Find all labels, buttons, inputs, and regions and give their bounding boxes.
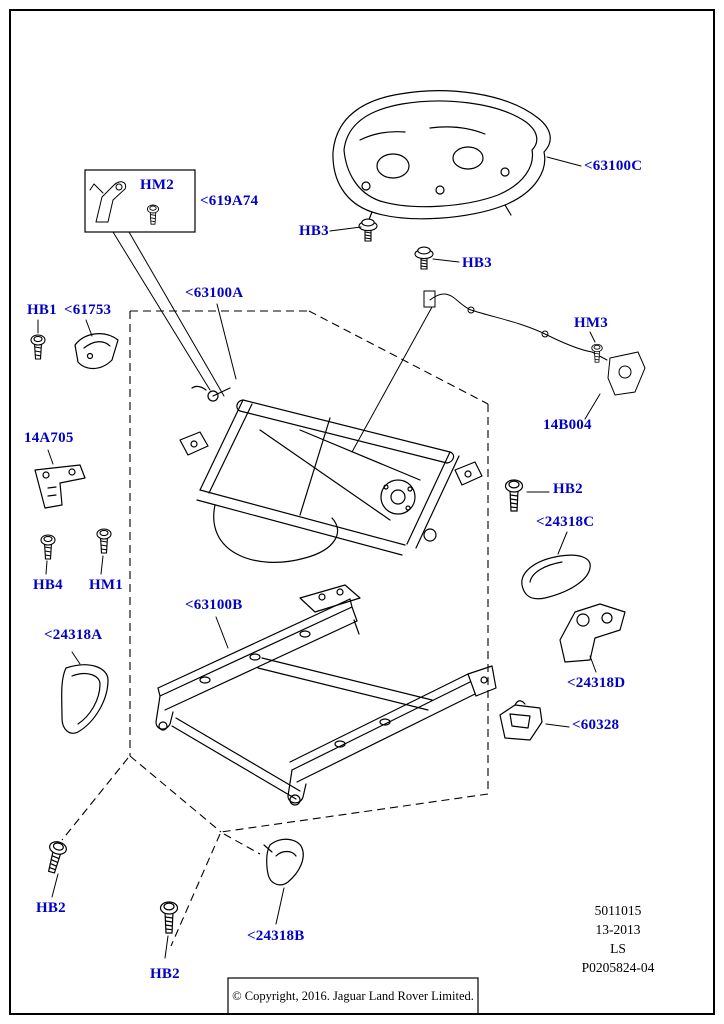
trim-24318a-drawing <box>61 664 109 734</box>
part-label-24318C[interactable]: <24318C <box>536 514 595 530</box>
doc-date-code: 13-2013 <box>595 922 641 937</box>
part-label-619A74[interactable]: <619A74 <box>200 193 259 209</box>
seat-track-lower-drawing <box>155 584 497 806</box>
part-label-61753[interactable]: <61753 <box>64 302 112 318</box>
part-label-63100C[interactable]: <63100C <box>584 158 643 174</box>
hb3-left-bolt-icon <box>358 218 378 242</box>
fastener-label-HM1[interactable]: HM1 <box>89 577 123 593</box>
bracket-61753-drawing <box>74 333 119 370</box>
hb4-screw-icon <box>40 534 56 560</box>
part-label-14A705[interactable]: 14A705 <box>24 430 74 446</box>
fastener-label-HB2-right[interactable]: HB2 <box>553 481 583 497</box>
hb2-bottom-center-screw-icon <box>159 901 179 934</box>
seat-frame-upper-drawing <box>179 385 483 563</box>
hm2-screw-icon <box>146 204 160 225</box>
fastener-label-HM3[interactable]: HM3 <box>574 315 608 331</box>
bracket-24318d-drawing <box>559 603 626 663</box>
fastener-label-HB2-bottom-left[interactable]: HB2 <box>36 900 66 916</box>
copyright-notice: © Copyright, 2016. Jaguar Land Rover Lim… <box>232 988 474 1003</box>
hm1-screw-icon <box>96 528 112 554</box>
hb1-screw-icon <box>30 334 46 360</box>
fastener-label-HB2-bottom-center[interactable]: HB2 <box>150 966 180 982</box>
seat-pan-drawing <box>332 90 551 223</box>
hb2-bottom-left-screw-icon <box>42 839 69 875</box>
hm2-detail-box <box>84 169 196 233</box>
assembly-envelope-dashed-outline <box>61 310 489 947</box>
leader-lines <box>37 156 601 959</box>
latch-lever-drawing <box>89 181 127 223</box>
part-label-14B004[interactable]: 14B004 <box>543 417 592 433</box>
hb2-right-screw-icon <box>504 479 524 512</box>
fastener-label-HB3-left[interactable]: HB3 <box>299 223 329 239</box>
clamp-60328-drawing <box>499 700 543 741</box>
doc-number: 5011015 <box>594 903 642 918</box>
part-label-24318B[interactable]: <24318B <box>247 928 305 944</box>
fastener-label-HB3-right[interactable]: HB3 <box>462 255 492 271</box>
part-label-63100B[interactable]: <63100B <box>185 597 243 613</box>
drawing-info-block: 5011015 13-2013 LS P0205824-04 <box>556 901 680 977</box>
part-label-63100A[interactable]: <63100A <box>185 285 244 301</box>
part-label-24318D[interactable]: <24318D <box>567 675 626 691</box>
hb3-right-bolt-icon <box>414 246 434 270</box>
page-border <box>9 9 715 1015</box>
fastener-label-HB1[interactable]: HB1 <box>27 302 57 318</box>
doc-drawing-ref: P0205824-04 <box>581 960 655 975</box>
fastener-label-HB4[interactable]: HB4 <box>33 577 63 593</box>
doc-model-code: LS <box>610 941 626 956</box>
cap-24318b-drawing <box>263 838 304 886</box>
part-label-24318A[interactable]: <24318A <box>44 627 103 643</box>
bracket-14a705-drawing <box>34 464 86 509</box>
part-label-60328[interactable]: <60328 <box>572 717 620 733</box>
trim-24318c-drawing <box>521 554 591 600</box>
fastener-label-HM2[interactable]: HM2 <box>140 177 174 193</box>
